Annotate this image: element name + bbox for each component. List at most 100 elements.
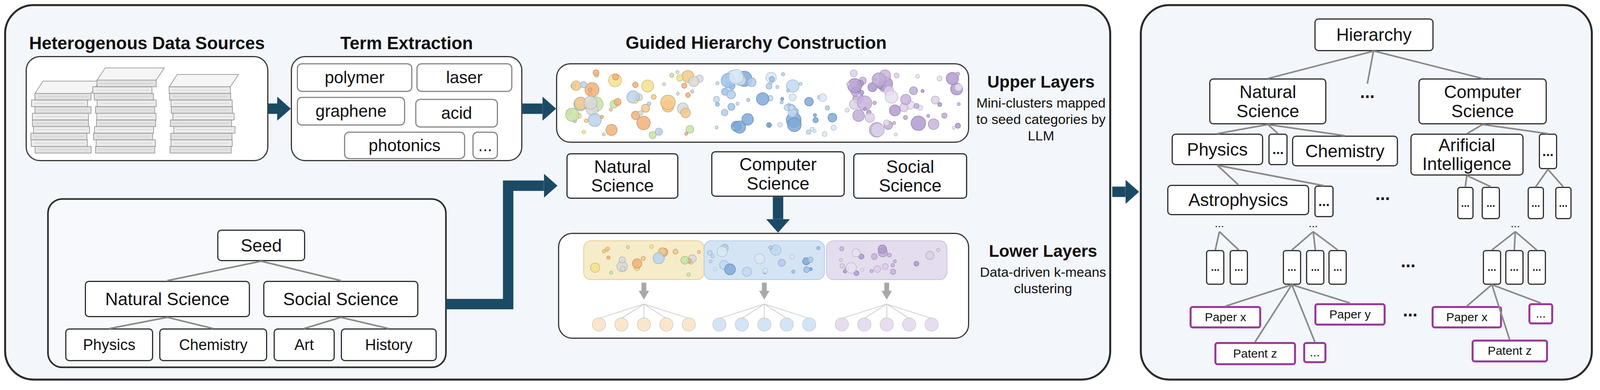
tree-node: ...: [1527, 250, 1546, 285]
connector: [261, 261, 341, 281]
tree-wire: [1313, 231, 1316, 250]
box-label: ...: [1234, 261, 1244, 273]
tree-node: ...: [1206, 250, 1225, 285]
cluster-bubble: [931, 96, 940, 104]
paper-edge: [174, 109, 230, 110]
category-box: Hierarchy: [1314, 18, 1434, 52]
tree-dot: [802, 318, 816, 332]
heading: Heterogenous Data Sources: [29, 33, 265, 53]
tree-dot: [925, 318, 939, 332]
tree-wire: [1219, 231, 1239, 250]
category-box: Natural Science: [84, 280, 250, 318]
box-label: Seed: [240, 236, 282, 256]
document-node: Paper y: [1314, 303, 1386, 326]
tree-dot: [614, 318, 628, 332]
cluster-bubble: [602, 249, 606, 253]
connector: [268, 103, 278, 114]
cluster-bubble: [786, 89, 790, 93]
cluster-bubble: [887, 253, 892, 258]
tree-link: [764, 304, 787, 319]
cluster-bubble: [688, 76, 699, 87]
box-label: Hierarchy: [1336, 25, 1412, 45]
free-label: ...: [1214, 218, 1224, 230]
cluster-bubble: [768, 245, 773, 250]
cluster-bubble: [726, 90, 736, 100]
category-box: Computer Science: [711, 151, 845, 198]
connector: [1225, 284, 1292, 307]
cluster-bubble: [890, 263, 895, 268]
box-label: Physics: [82, 336, 136, 354]
box-label: ...: [1272, 142, 1284, 157]
category-box: Art: [273, 328, 335, 362]
tree-dot: [835, 318, 849, 332]
paper-edge: [100, 103, 154, 104]
cluster-bubble: [732, 126, 736, 130]
connector: [1374, 51, 1483, 79]
connector: [1268, 124, 1279, 134]
paper-sheet: [171, 139, 233, 147]
tree-node: ...: [1314, 185, 1334, 218]
tree-link: [842, 304, 887, 319]
box-label: Physics: [1187, 140, 1248, 160]
cluster-bubble: [619, 256, 626, 264]
side-notes: Upper LayersMini-clusters mapped to seed…: [975, 72, 1107, 144]
cluster-bubble: [952, 126, 956, 130]
cluster-bubble: [684, 132, 688, 136]
box-label: Art: [294, 336, 314, 354]
term-chip: graphene: [296, 96, 405, 126]
cluster-bubble: [865, 112, 875, 123]
cluster-bubble: [874, 265, 881, 273]
tree-link: [598, 304, 644, 319]
tree-link: [886, 304, 910, 319]
cluster-bubble: [909, 86, 918, 95]
cluster-bubble: [582, 130, 586, 134]
cluster-bubble: [892, 121, 896, 125]
cluster-bubble: [766, 72, 777, 83]
connector: [1466, 124, 1483, 134]
connector: [1482, 124, 1548, 134]
box-label: ...: [478, 136, 492, 155]
cluster-bubble: [769, 76, 775, 82]
cluster-bubble: [717, 246, 728, 257]
cluster-bubble: [768, 123, 772, 127]
heading: Lower Layers: [977, 242, 1109, 260]
category-box: History: [340, 328, 437, 362]
connector: [772, 196, 784, 219]
tree-node: ...: [1457, 186, 1474, 220]
paper-sheet: [34, 93, 91, 100]
paper-sheet: [31, 100, 88, 107]
cluster-bubble: [846, 262, 857, 274]
cluster-bubble: [857, 93, 861, 97]
cluster-bubble: [754, 253, 765, 264]
paper-sheet: [96, 113, 156, 120]
cluster-bubble: [685, 92, 691, 98]
cluster-bubble: [580, 81, 587, 88]
connector: [1217, 124, 1268, 134]
cluster-bubble: [742, 267, 752, 277]
tree-wire: [1215, 231, 1220, 250]
paper-sheet: [170, 146, 232, 154]
cluster-bubble: [806, 130, 811, 135]
panel-arrow: [1112, 186, 1126, 198]
box-label: Social Science: [856, 157, 965, 196]
category-box: Chemistry: [159, 328, 268, 362]
tree-node: ...: [1229, 250, 1248, 285]
source-box: Heterogenous Data Sources: [25, 56, 269, 162]
tree-link: [621, 304, 644, 319]
paper-sheet: [169, 86, 231, 94]
connector: [304, 317, 341, 329]
category-box: Astrophysics: [1167, 184, 1310, 216]
category-box: Physics: [1171, 133, 1264, 166]
cluster-bubble: [634, 100, 638, 104]
tree-link: [886, 304, 932, 319]
cluster-bubble: [788, 104, 795, 111]
cluster-bubble: [747, 78, 756, 87]
paper-edge: [99, 123, 153, 124]
term-chip: acid: [415, 98, 498, 128]
cluster-bubble: [781, 72, 785, 76]
cluster-bubble: [584, 96, 598, 110]
cluster-bubble: [937, 102, 942, 107]
category-box: Natural Science: [566, 153, 679, 200]
cluster-bubble: [839, 258, 843, 262]
